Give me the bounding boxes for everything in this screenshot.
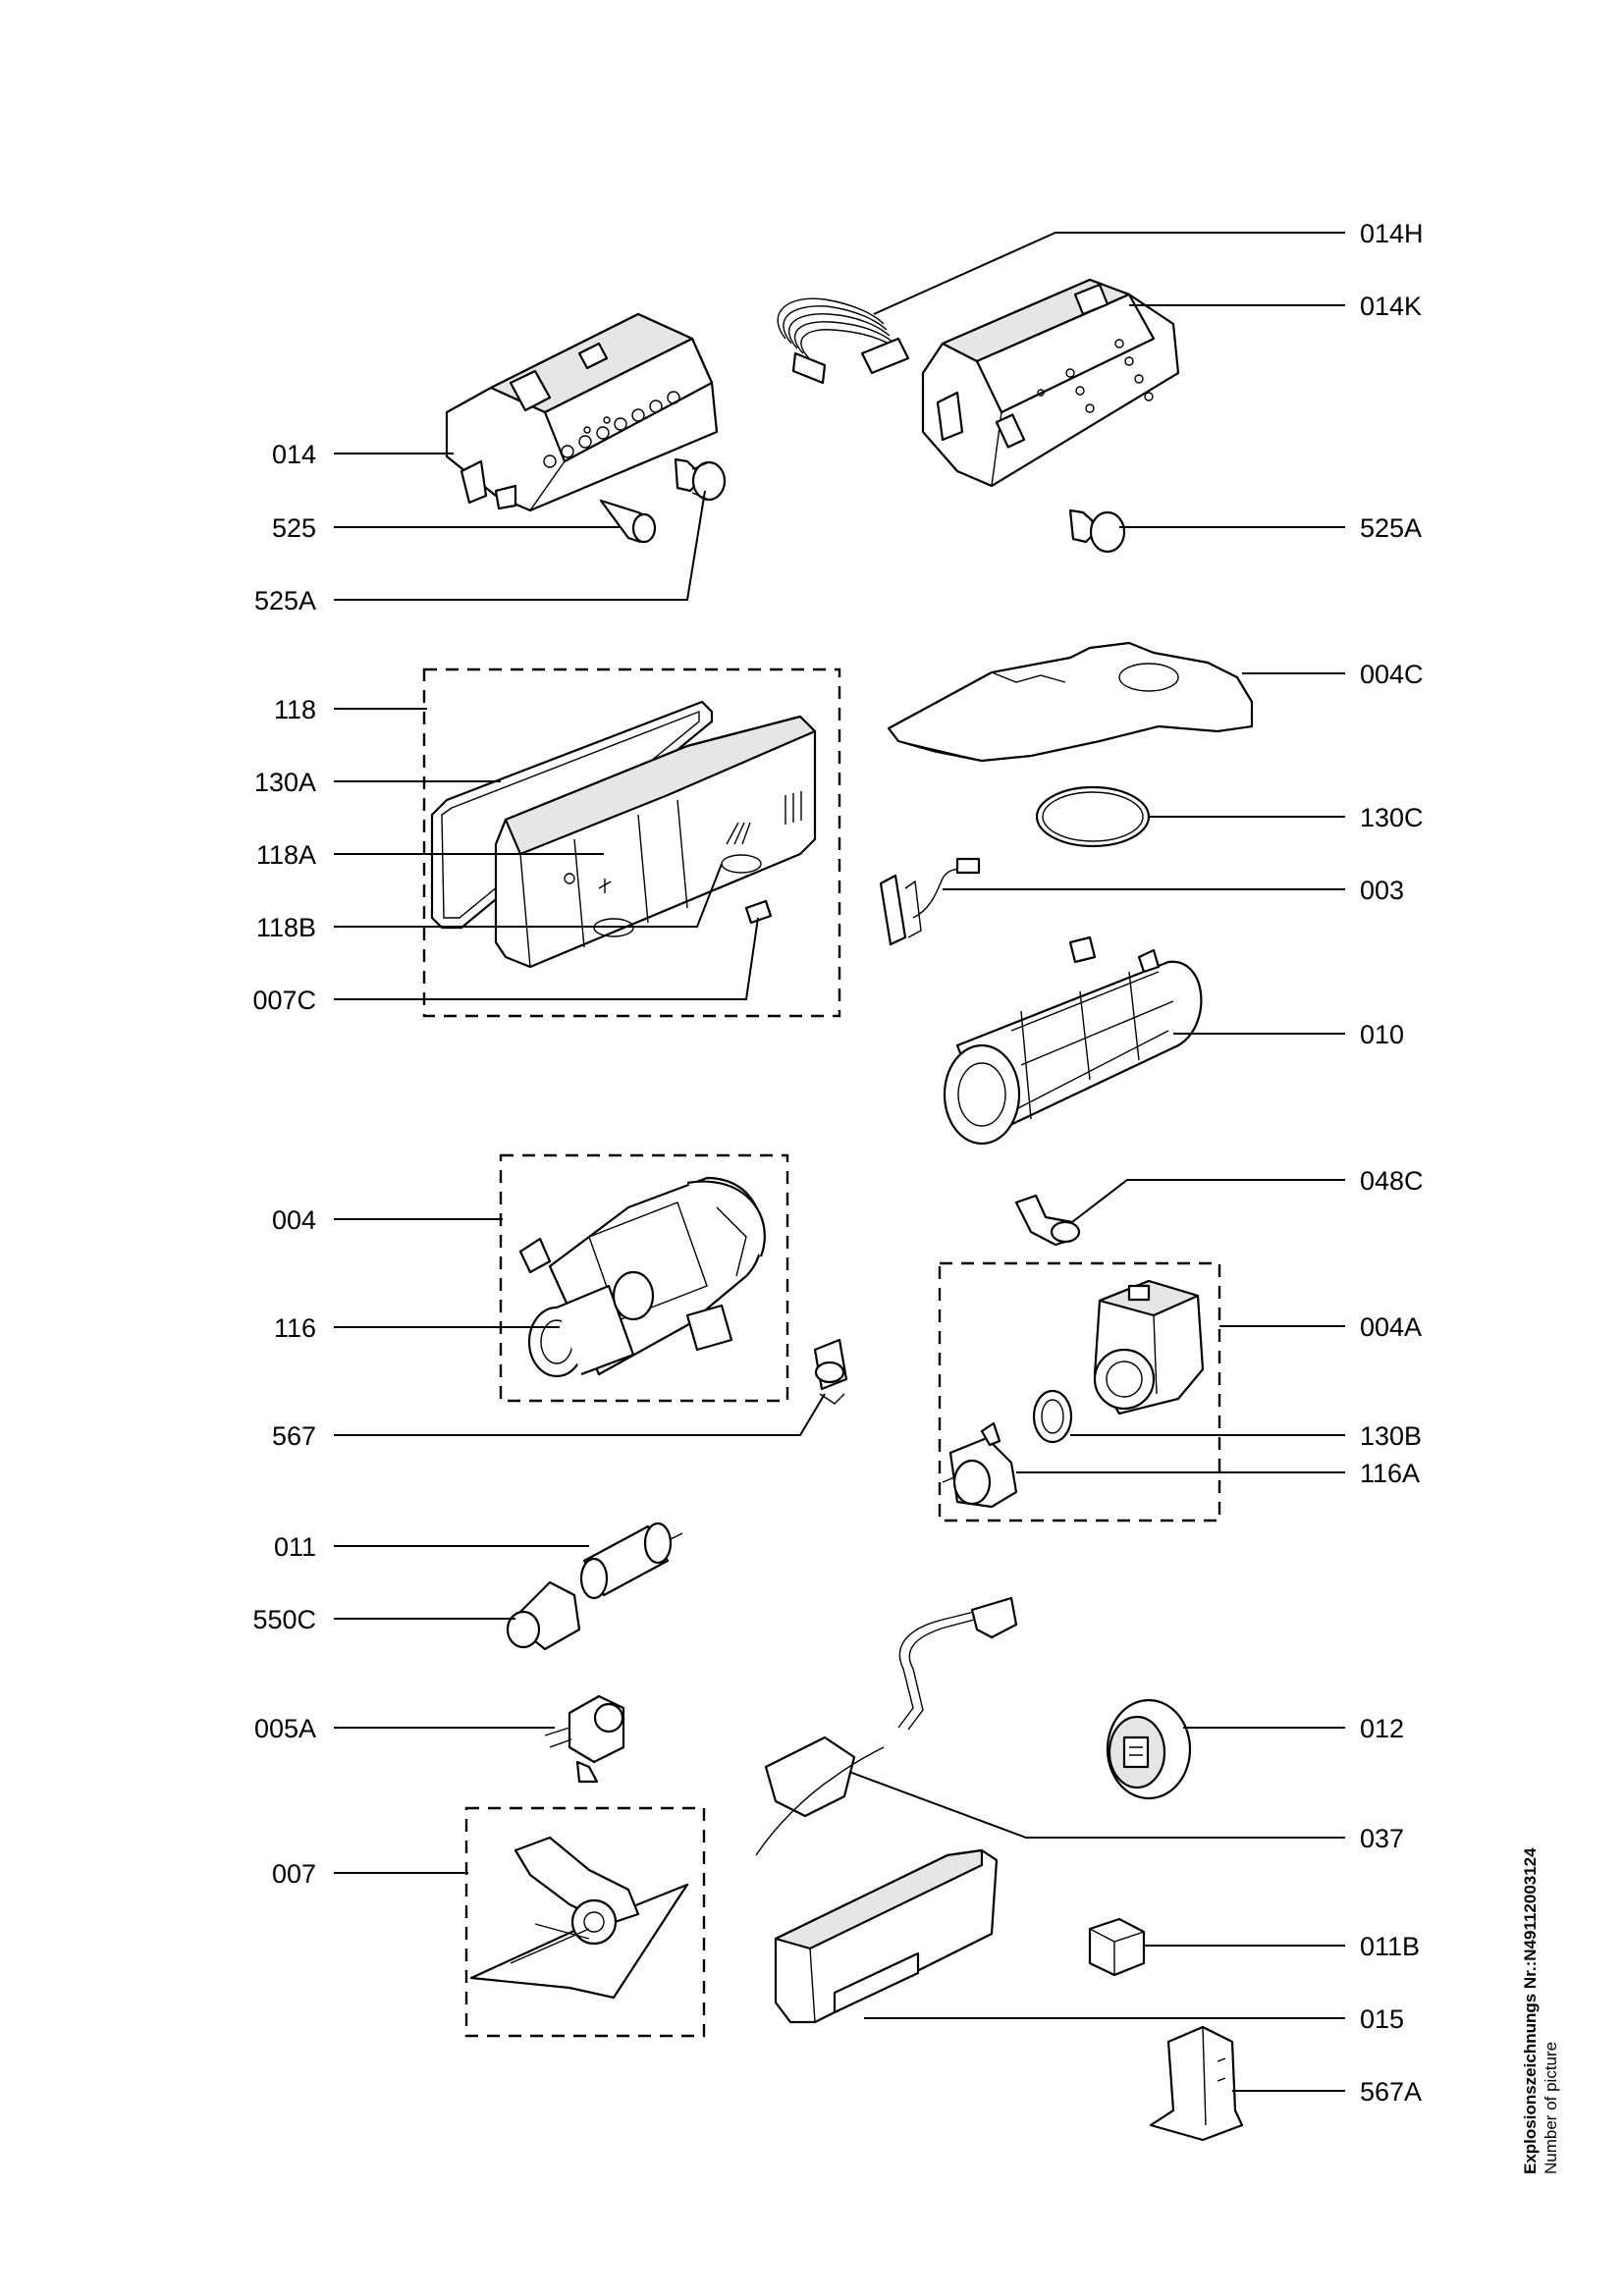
leader-567: [334, 1393, 826, 1436]
part-525-knob: [599, 499, 657, 544]
part-label: 011B: [1360, 1932, 1420, 1961]
part-label: 011: [274, 1532, 316, 1562]
part-014K-control-module: [921, 278, 1180, 488]
part-014-control-module: [445, 312, 719, 512]
part-label: 116A: [1360, 1459, 1420, 1488]
part-label: 550C: [252, 1605, 316, 1634]
part-label: 015: [1360, 2004, 1404, 2034]
part-015-cover-strip: [774, 1848, 999, 2024]
part-005A-valve: [544, 1694, 625, 1784]
part-label: 014K: [1360, 292, 1422, 321]
part-label: 037: [1360, 1824, 1404, 1853]
part-label: 014H: [1360, 219, 1424, 248]
drawing-number-caption: Explosionszeichnungs Nr.:N49112003124 Nu…: [1520, 1847, 1561, 2174]
part-007-spray-arm: [469, 1836, 689, 2000]
part-567-clip: [813, 1338, 848, 1405]
part-567A-bracket: [1149, 2025, 1244, 2142]
part-550C-cap: [506, 1580, 581, 1651]
part-label: 007: [272, 1859, 316, 1889]
drawing-number: Explosionszeichnungs Nr.:N49112003124: [1521, 1847, 1540, 2174]
part-label: 130B: [1360, 1421, 1422, 1451]
part-label: 007C: [252, 986, 316, 1015]
leader-048C: [1071, 1179, 1345, 1223]
part-label: 010: [1360, 1020, 1404, 1049]
part-014H-wiring-harness: [777, 297, 910, 385]
group-box-007: [464, 1806, 706, 2038]
part-label: 130A: [254, 768, 316, 797]
part-037-cable-assembly: [755, 1596, 1018, 1856]
part-label: 118A: [256, 840, 316, 870]
leader-007C: [334, 917, 759, 1000]
part-label: 004C: [1360, 660, 1424, 689]
part-010-heater: [943, 935, 1203, 1146]
part-label: 116: [274, 1313, 316, 1343]
part-130C-sealing-ring: [1035, 785, 1151, 848]
leader-014H: [873, 232, 1345, 315]
part-004A-drain-pump: [1093, 1279, 1205, 1415]
group-box-004A: [938, 1261, 1221, 1522]
part-label: 525A: [254, 586, 316, 615]
part-004C-cover: [887, 641, 1254, 763]
leader-525A-left: [334, 490, 706, 601]
part-130B-ring: [1032, 1389, 1073, 1444]
leader-037: [848, 1771, 1345, 1839]
part-116A-pressure-switch: [942, 1421, 1018, 1509]
part-012-knob: [1106, 1698, 1192, 1800]
group-box-004: [499, 1153, 789, 1403]
part-label: 004: [272, 1205, 316, 1235]
part-label: 130C: [1360, 803, 1424, 832]
part-011-capacitor: [579, 1522, 683, 1600]
part-label: 118B: [256, 913, 316, 942]
part-label: 567: [272, 1421, 316, 1451]
part-label: 004A: [1360, 1312, 1422, 1342]
part-label: 014: [272, 440, 316, 469]
part-048C-sensor: [1014, 1194, 1081, 1247]
drawing-number-subtitle: Number of picture: [1542, 2041, 1560, 2174]
part-004-pump-assembly: [518, 1176, 766, 1378]
part-label: 003: [1360, 876, 1404, 905]
part-label: 005A: [254, 1714, 316, 1743]
part-label: 525: [272, 513, 316, 543]
part-011B-relay: [1088, 1917, 1146, 1977]
part-label: 525A: [1360, 513, 1422, 543]
part-label: 012: [1360, 1714, 1404, 1743]
part-label: 567A: [1360, 2077, 1422, 2107]
part-525A-knob-right: [1068, 508, 1126, 554]
part-003-sensor: [879, 857, 981, 946]
group-box-118: [422, 667, 841, 1018]
part-label: 048C: [1360, 1166, 1424, 1196]
leader-118B: [334, 863, 723, 928]
part-525A-knob-left: [674, 457, 727, 502]
part-label: 118: [274, 695, 316, 724]
